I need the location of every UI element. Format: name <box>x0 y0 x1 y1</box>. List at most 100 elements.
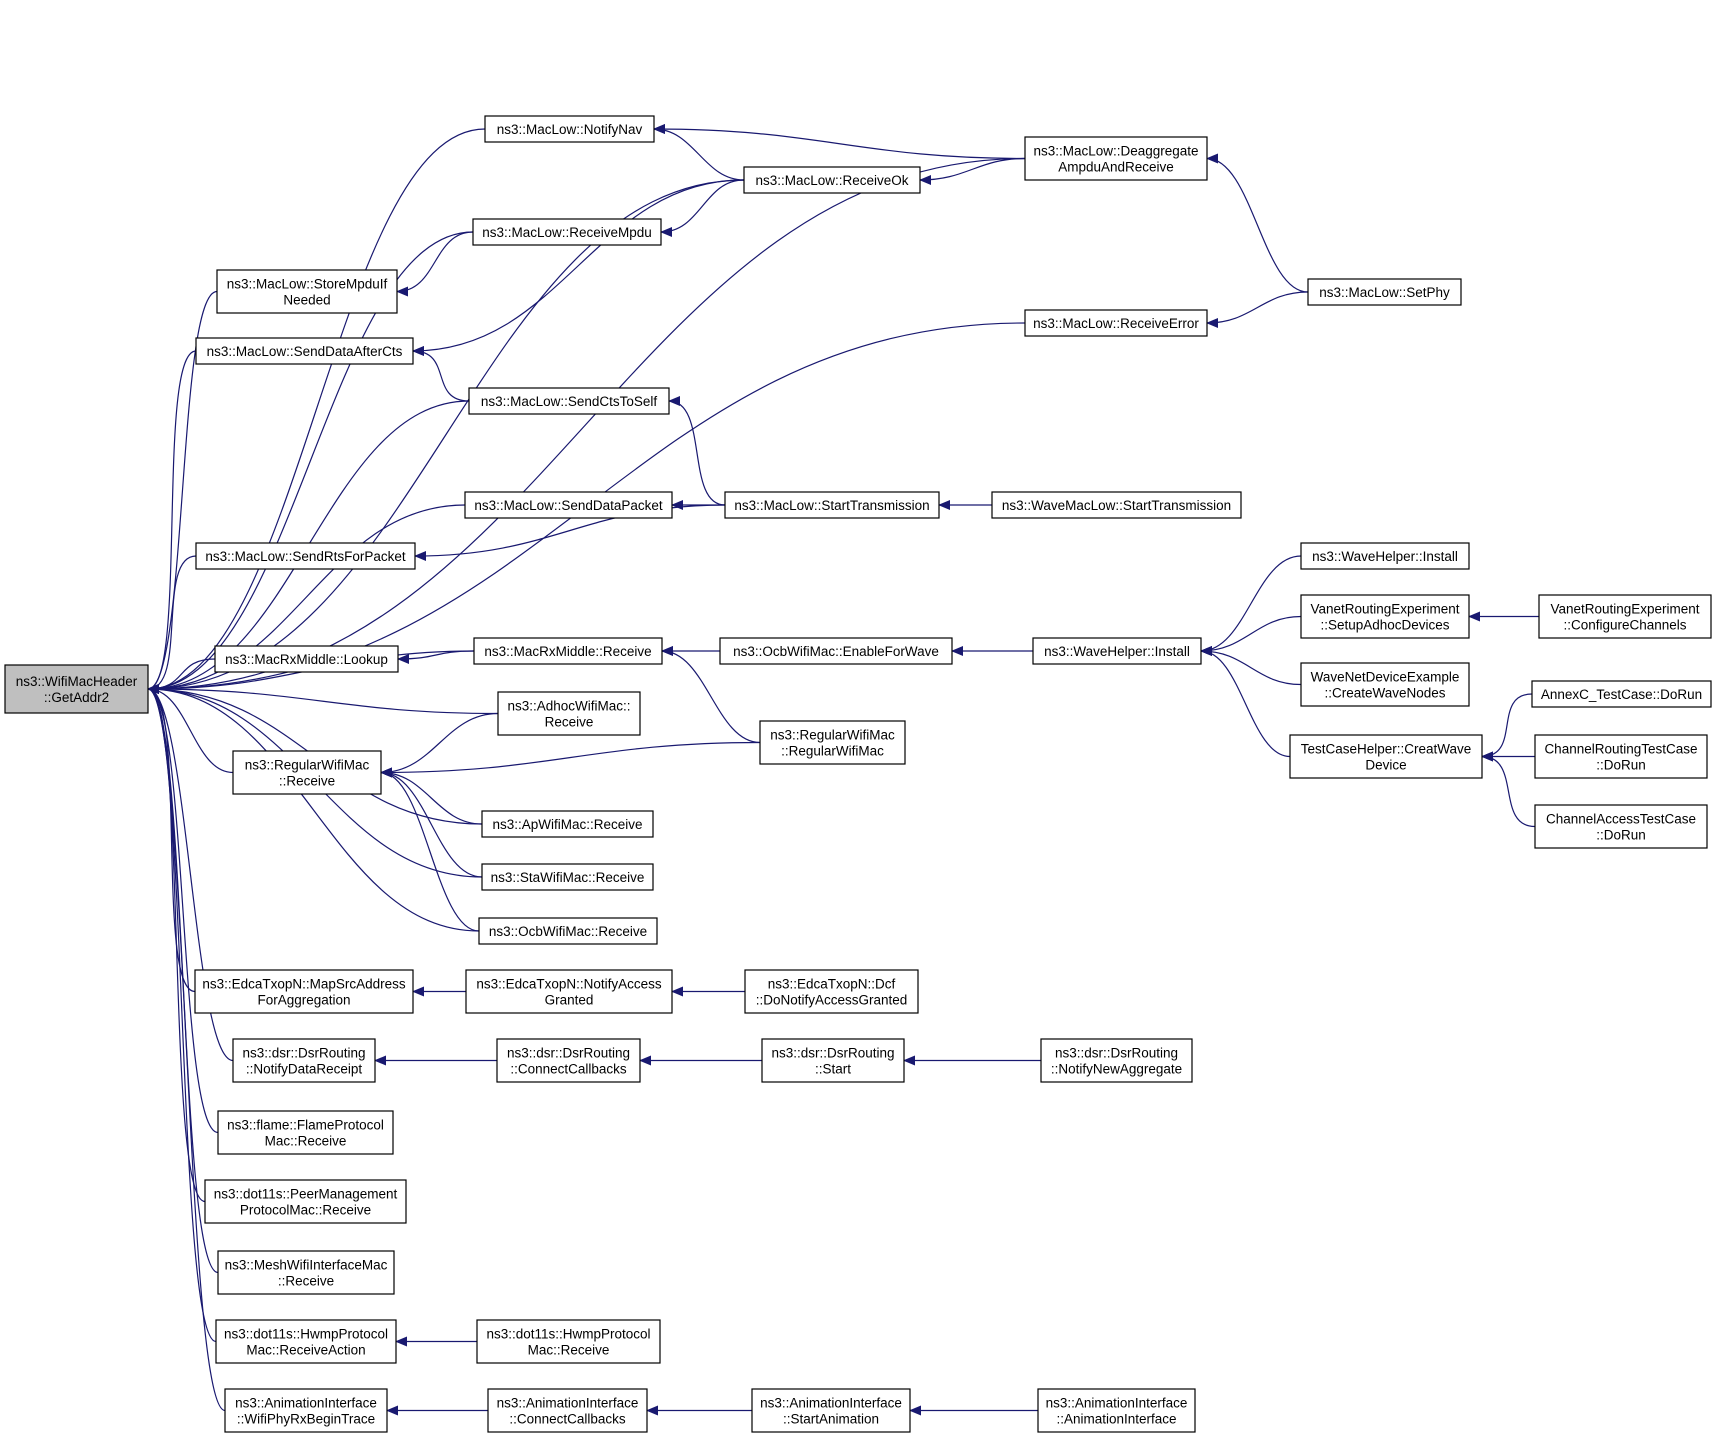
edge-ocbreceive-to-regularreceive <box>380 767 480 932</box>
node-label: ns3::MacLow::NotifyNav <box>497 122 643 137</box>
node-label: VanetRoutingExperiment <box>1310 602 1459 617</box>
node-ocbenable[interactable]: ns3::OcbWifiMac::EnableForWave <box>719 637 953 665</box>
node-label: Mac::ReceiveAction <box>246 1343 365 1358</box>
node-box <box>224 1388 388 1433</box>
node-receivempdu[interactable]: ns3::MacLow::ReceiveMpdu <box>472 218 662 246</box>
node-label: ns3::dsr::DsrRouting <box>771 1046 894 1061</box>
node-wavenetdevice[interactable]: WaveNetDeviceExample::CreateWaveNodes <box>1300 662 1470 707</box>
edge-line <box>147 684 226 1412</box>
node-ocbreceive[interactable]: ns3::OcbWifiMac::Receive <box>478 917 658 945</box>
node-channelrouting[interactable]: ChannelRoutingTestCase::DoRun <box>1534 734 1708 779</box>
edge-line <box>1206 291 1309 328</box>
node-box <box>1024 309 1208 337</box>
edge-receiveok-to-notifynav <box>653 124 745 181</box>
edge-line <box>653 124 1026 160</box>
node-wavehelperinstall[interactable]: ns3::WaveHelper::Install <box>1032 637 1202 665</box>
edge-regularctor-to-regularreceive <box>380 741 761 778</box>
edge-line <box>147 504 466 694</box>
node-label: ns3::MacLow::SendCtsToSelf <box>481 394 658 409</box>
edge-line <box>380 741 761 778</box>
node-regularctor[interactable]: ns3::RegularWifiMac::RegularWifiMac <box>759 720 906 765</box>
node-sendctstoself[interactable]: ns3::MacLow::SendCtsToSelf <box>468 387 670 415</box>
edge-receiveok-to-senddataaftercts <box>412 179 745 356</box>
node-dsrnotify[interactable]: ns3::dsr::DsrRouting::NotifyDataReceipt <box>232 1038 376 1083</box>
node-label: ns3::MacLow::StartTransmission <box>734 498 929 513</box>
node-label: ns3::EdcaTxopN::Dcf <box>768 977 896 992</box>
edge-line <box>380 767 480 932</box>
node-receiveok[interactable]: ns3::MacLow::ReceiveOk <box>743 166 921 194</box>
node-box <box>194 969 414 1014</box>
edge-starttransmission-to-sendrts <box>414 504 726 561</box>
node-box <box>1300 542 1470 570</box>
node-mapsrc[interactable]: ns3::EdcaTxopN::MapSrcAddressForAggregat… <box>194 969 414 1014</box>
node-box <box>214 645 399 673</box>
node-notifynav[interactable]: ns3::MacLow::NotifyNav <box>484 115 655 143</box>
node-root[interactable]: ns3::WifiMacHeader::GetAddr2 <box>4 664 149 714</box>
node-label: ns3::MacLow::SendDataPacket <box>474 498 663 513</box>
node-annexc[interactable]: AnnexC_TestCase::DoRun <box>1531 680 1712 708</box>
node-dsrnewaggr[interactable]: ns3::dsr::DsrRouting::NotifyNewAggregate <box>1040 1038 1193 1083</box>
node-vanetconfig[interactable]: VanetRoutingExperiment::ConfigureChannel… <box>1538 594 1712 639</box>
node-regularreceive[interactable]: ns3::RegularWifiMac::Receive <box>232 750 382 795</box>
node-label: ::NotifyNewAggregate <box>1051 1062 1182 1077</box>
edge-line <box>412 346 470 402</box>
node-label: ns3::dot11s::PeerManagement <box>214 1187 398 1202</box>
node-animctor[interactable]: ns3::AnimationInterface::AnimationInterf… <box>1037 1388 1196 1433</box>
edge-peermgmt-to-root <box>147 684 206 1203</box>
node-box <box>724 491 940 519</box>
node-hwmpaction[interactable]: ns3::dot11s::HwmpProtocolMac::ReceiveAct… <box>215 1319 397 1364</box>
edge-line <box>661 646 761 744</box>
node-dsrconnect[interactable]: ns3::dsr::DsrRouting::ConnectCallbacks <box>496 1038 641 1083</box>
node-meshwifi[interactable]: ns3::MeshWifiInterfaceMac::Receive <box>217 1250 395 1295</box>
node-animstart[interactable]: ns3::AnimationInterface::StartAnimation <box>751 1388 911 1433</box>
node-sendrts[interactable]: ns3::MacLow::SendRtsForPacket <box>195 542 416 570</box>
edge-sendctstoself-to-senddataaftercts <box>412 346 470 402</box>
node-senddatapacket[interactable]: ns3::MacLow::SendDataPacket <box>464 491 673 519</box>
edge-setphy-to-deaggr <box>1206 153 1309 293</box>
node-box <box>1307 278 1462 306</box>
node-apreceive[interactable]: ns3::ApWifiMac::Receive <box>481 810 654 838</box>
node-wavehelperinstall2[interactable]: ns3::WaveHelper::Install <box>1300 542 1470 570</box>
node-box <box>468 387 670 415</box>
edge-line <box>1481 693 1533 762</box>
node-senddataaftercts[interactable]: ns3::MacLow::SendDataAfterCts <box>195 337 414 365</box>
node-animphyrx[interactable]: ns3::AnimationInterface::WifiPhyRxBeginT… <box>224 1388 388 1433</box>
node-adhocreceive[interactable]: ns3::AdhocWifiMac::Receive <box>497 691 641 736</box>
node-label: ns3::WaveMacLow::StartTransmission <box>1002 498 1231 513</box>
node-stareceive[interactable]: ns3::StaWifiMac::Receive <box>481 863 654 891</box>
node-starttransmission[interactable]: ns3::MacLow::StartTransmission <box>724 491 940 519</box>
node-wavestarttx[interactable]: ns3::WaveMacLow::StartTransmission <box>991 491 1242 519</box>
node-peermgmt[interactable]: ns3::dot11s::PeerManagementProtocolMac::… <box>204 1179 407 1224</box>
node-box <box>1534 734 1708 779</box>
node-box <box>1531 680 1712 708</box>
node-dsrstart[interactable]: ns3::dsr::DsrRouting::Start <box>761 1038 905 1083</box>
node-notifyaccess[interactable]: ns3::EdcaTxopN::NotifyAccessGranted <box>465 969 673 1014</box>
node-rxmiddlereceive[interactable]: ns3::MacRxMiddle::Receive <box>473 637 663 665</box>
node-animconnect[interactable]: ns3::AnimationInterface::ConnectCallback… <box>487 1388 648 1433</box>
node-label: ::RegularWifiMac <box>781 744 884 759</box>
edge-line <box>147 684 219 1134</box>
node-label: ::GetAddr2 <box>44 690 109 705</box>
node-label: ns3::AnimationInterface <box>497 1396 639 1411</box>
edge-receiveok-to-receivempdu <box>660 179 745 237</box>
edge-receivempdu-to-root <box>147 231 474 694</box>
node-label: ChannelRoutingTestCase <box>1544 742 1697 757</box>
node-label: ::DoNotifyAccessGranted <box>756 993 908 1008</box>
edge-line <box>668 396 726 506</box>
edge-adhocreceive-to-root <box>147 684 499 715</box>
node-receiveerror[interactable]: ns3::MacLow::ReceiveError <box>1024 309 1208 337</box>
node-box <box>1289 734 1483 779</box>
node-label: ::DoRun <box>1596 758 1646 773</box>
node-channelaccess[interactable]: ChannelAccessTestCase::DoRun <box>1534 804 1708 849</box>
node-rxmiddlelookup[interactable]: ns3::MacRxMiddle::Lookup <box>214 645 399 673</box>
node-label: ns3::MacLow::Deaggregate <box>1033 144 1198 159</box>
node-vanetsetup[interactable]: VanetRoutingExperiment::SetupAdhocDevice… <box>1300 594 1470 639</box>
node-setphy[interactable]: ns3::MacLow::SetPhy <box>1307 278 1462 306</box>
node-dcfnotify[interactable]: ns3::EdcaTxopN::Dcf::DoNotifyAccessGrant… <box>744 969 919 1014</box>
node-box <box>204 1179 407 1224</box>
